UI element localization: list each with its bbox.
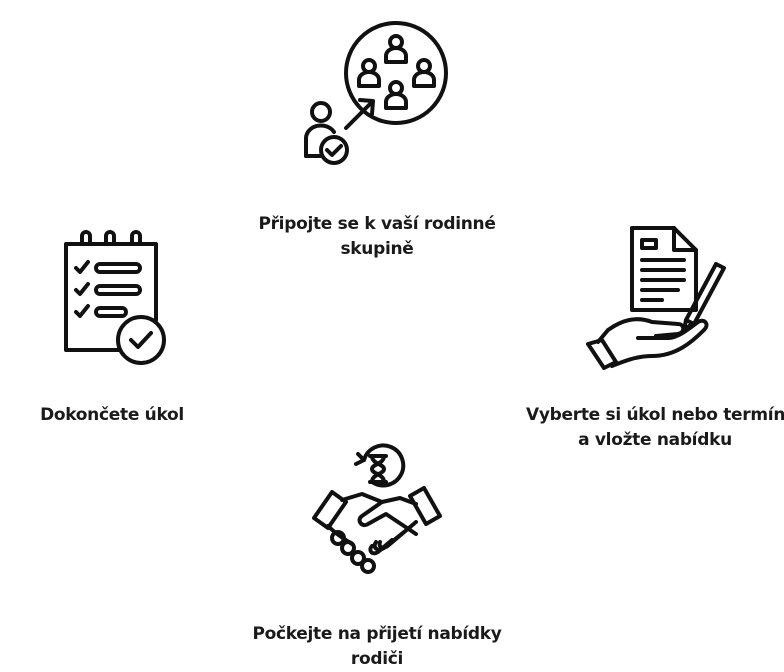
step-label-line: Připojte se k vaší rodinné: [258, 214, 496, 234]
step-label-line: Počkejte na přijetí nabídky: [252, 624, 502, 644]
step-label-line: skupině: [340, 239, 414, 259]
step-label: Připojte se k vaší rodinné skupině: [250, 212, 504, 262]
join-group-icon: [300, 18, 452, 170]
document-offer-icon: [584, 224, 730, 370]
step-label: Vyberte si úkol nebo termín a vložte nab…: [526, 403, 784, 453]
checklist-icon: [60, 228, 170, 368]
step-label-line: Dokončete úkol: [40, 405, 184, 425]
step-label: Počkejte na přijetí nabídky rodiči: [248, 622, 506, 672]
step-label: Dokončete úkol: [26, 403, 198, 428]
handshake-icon: [308, 440, 446, 580]
step-label-line: rodiči: [350, 649, 404, 669]
step-label-line: Vyberte si úkol nebo termín: [526, 405, 784, 425]
step-label-line: a vložte nabídku: [578, 430, 732, 450]
